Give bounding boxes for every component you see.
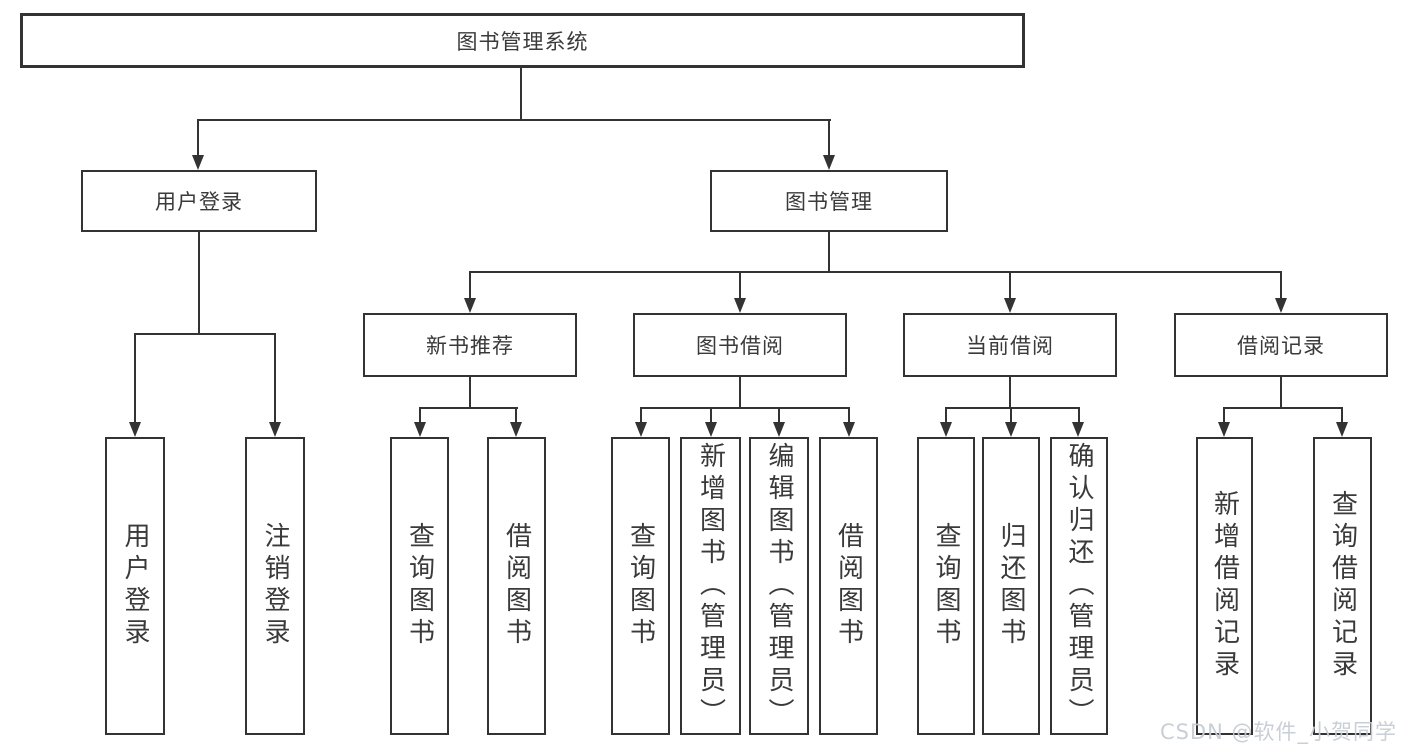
leaf-add-book-admin-label: 新增图书（管理员） [695, 442, 726, 730]
node-borrow-record: 借阅记录 [1174, 313, 1388, 377]
connector-root-drop [520, 68, 522, 119]
arrowhead [1275, 298, 1287, 313]
leaf-borrow-query-book: 查询图书 [611, 437, 670, 735]
node-user-login: 用户登录 [81, 170, 317, 232]
connector-mgmt-stem-4 [1280, 271, 1282, 298]
leaf-borrow-book: 借阅图书 [819, 437, 878, 735]
node-book-borrow: 图书借阅 [633, 313, 847, 377]
connector-recommend-stem-1 [419, 407, 421, 422]
connector-mgmt-stem-3 [1009, 271, 1011, 298]
connector-recommend-drop [469, 377, 471, 409]
connector-mgmt-stem-1 [469, 271, 471, 298]
node-root-label: 图书管理系统 [456, 29, 589, 54]
arrowhead [1072, 422, 1084, 437]
arrowhead [1336, 422, 1348, 437]
leaf-add-borrow-record-label: 新增借阅记录 [1209, 490, 1240, 682]
connector-login-stem-2 [274, 333, 276, 422]
arrowhead [843, 422, 855, 437]
arrowhead [823, 155, 835, 170]
arrowhead [1004, 298, 1016, 313]
arrowhead [635, 422, 647, 437]
connector-record-stem-2 [1341, 407, 1343, 422]
connector-current-stem-2 [1010, 407, 1012, 422]
leaf-recommend-query-book-label: 查询图书 [404, 522, 435, 650]
leaf-recommend-query-book: 查询图书 [390, 437, 449, 735]
leaf-confirm-return-admin: 确认归还（管理员） [1050, 437, 1108, 735]
leaf-user-login-label: 用户登录 [120, 522, 150, 650]
connector-current-stem-3 [1078, 407, 1080, 422]
connector-borrow-stem-2 [710, 407, 712, 422]
arrowhead [1218, 422, 1230, 437]
leaf-return-book-label: 归还图书 [996, 522, 1026, 650]
arrowhead [464, 298, 476, 313]
node-new-book-recommend-label: 新书推荐 [426, 334, 514, 358]
connector-mgmt-drop [828, 232, 830, 273]
connector-root-bar [197, 119, 831, 121]
leaf-query-borrow-record-label: 查询借阅记录 [1327, 490, 1358, 682]
leaf-edit-book-admin-label: 编辑图书（管理员） [764, 442, 794, 730]
arrowhead [773, 422, 785, 437]
connector-borrow-stem-1 [640, 407, 642, 422]
node-current-borrow-label: 当前借阅 [966, 334, 1054, 358]
node-book-borrow-label: 图书借阅 [696, 334, 784, 358]
connector-login-stem-1 [134, 333, 136, 422]
connector-login-bar [134, 333, 276, 335]
connector-record-stem-1 [1223, 407, 1225, 422]
connector-current-drop [1009, 377, 1011, 409]
node-root: 图书管理系统 [20, 13, 1025, 68]
leaf-recommend-borrow-book: 借阅图书 [487, 437, 546, 735]
leaf-logout-label: 注销登录 [260, 522, 290, 650]
leaf-confirm-return-admin-label: 确认归还（管理员） [1064, 442, 1094, 730]
arrowhead [705, 422, 717, 437]
arrowhead [414, 422, 426, 437]
arrowhead [129, 422, 141, 437]
connector-mgmt-stem-2 [739, 271, 741, 298]
connector-borrow-bar [640, 407, 849, 409]
connector-borrow-drop [739, 377, 741, 409]
arrowhead [192, 155, 204, 170]
leaf-logout: 注销登录 [245, 437, 305, 735]
leaf-query-borrow-record: 查询借阅记录 [1313, 437, 1372, 735]
leaf-current-query-book: 查询图书 [917, 437, 975, 735]
node-new-book-recommend: 新书推荐 [363, 313, 577, 377]
connector-login-drop [198, 232, 200, 335]
connector-current-bar [945, 407, 1079, 409]
connector-root-left-stem [197, 119, 199, 156]
arrowhead [940, 422, 952, 437]
leaf-current-query-book-label: 查询图书 [931, 522, 961, 650]
leaf-borrow-book-label: 借阅图书 [833, 522, 864, 650]
connector-borrow-stem-4 [848, 407, 850, 422]
connector-current-stem-1 [945, 407, 947, 422]
connector-borrow-stem-3 [778, 407, 780, 422]
leaf-borrow-query-book-label: 查询图书 [625, 522, 656, 650]
leaf-edit-book-admin: 编辑图书（管理员） [749, 437, 809, 735]
node-borrow-record-label: 借阅记录 [1237, 334, 1325, 358]
node-book-management-label: 图书管理 [785, 190, 873, 214]
connector-record-bar [1223, 407, 1343, 409]
arrowhead [734, 298, 746, 313]
connector-recommend-stem-2 [515, 407, 517, 422]
arrowhead [269, 422, 281, 437]
arrowhead [510, 422, 522, 437]
leaf-add-borrow-record: 新增借阅记录 [1196, 437, 1253, 735]
connector-root-right-stem [828, 119, 830, 156]
connector-mgmt-bar [469, 271, 1282, 273]
arrowhead [1005, 422, 1017, 437]
leaf-return-book: 归还图书 [982, 437, 1040, 735]
node-current-borrow: 当前借阅 [903, 313, 1117, 377]
leaf-add-book-admin: 新增图书（管理员） [680, 437, 741, 735]
leaf-recommend-borrow-book-label: 借阅图书 [501, 522, 532, 650]
watermark: CSDN @软件_小贺同学 [1160, 720, 1398, 744]
node-user-login-label: 用户登录 [155, 190, 243, 214]
connector-record-drop [1280, 377, 1282, 409]
node-book-management: 图书管理 [710, 170, 948, 232]
connector-recommend-bar [419, 407, 518, 409]
leaf-user-login: 用户登录 [105, 437, 165, 735]
